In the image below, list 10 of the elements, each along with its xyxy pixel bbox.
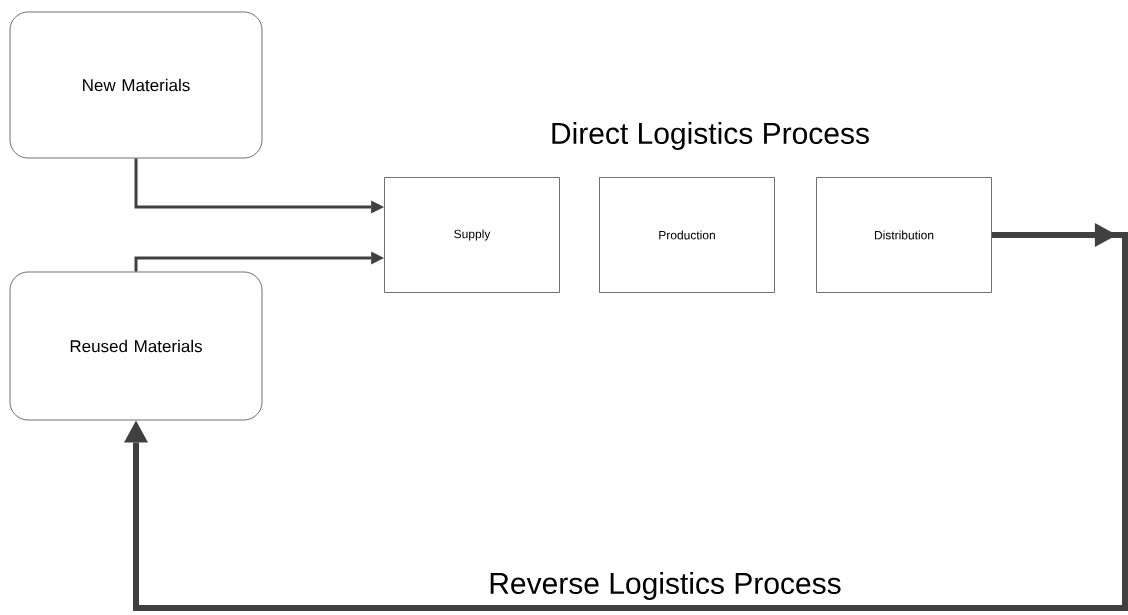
process-box: Supply bbox=[384, 177, 560, 293]
process-box: Production bbox=[599, 177, 775, 293]
arrow bbox=[124, 223, 1128, 611]
arrow bbox=[134, 158, 385, 214]
heading: Direct Logistics Process bbox=[552, 122, 869, 150]
arrow bbox=[134, 251, 385, 272]
material-box: Reused Materials bbox=[9, 271, 263, 421]
process-box: Distribution bbox=[816, 177, 992, 293]
edge-label: Reverse Logistics Process bbox=[486, 570, 844, 602]
material-box: New Materials bbox=[9, 11, 263, 159]
